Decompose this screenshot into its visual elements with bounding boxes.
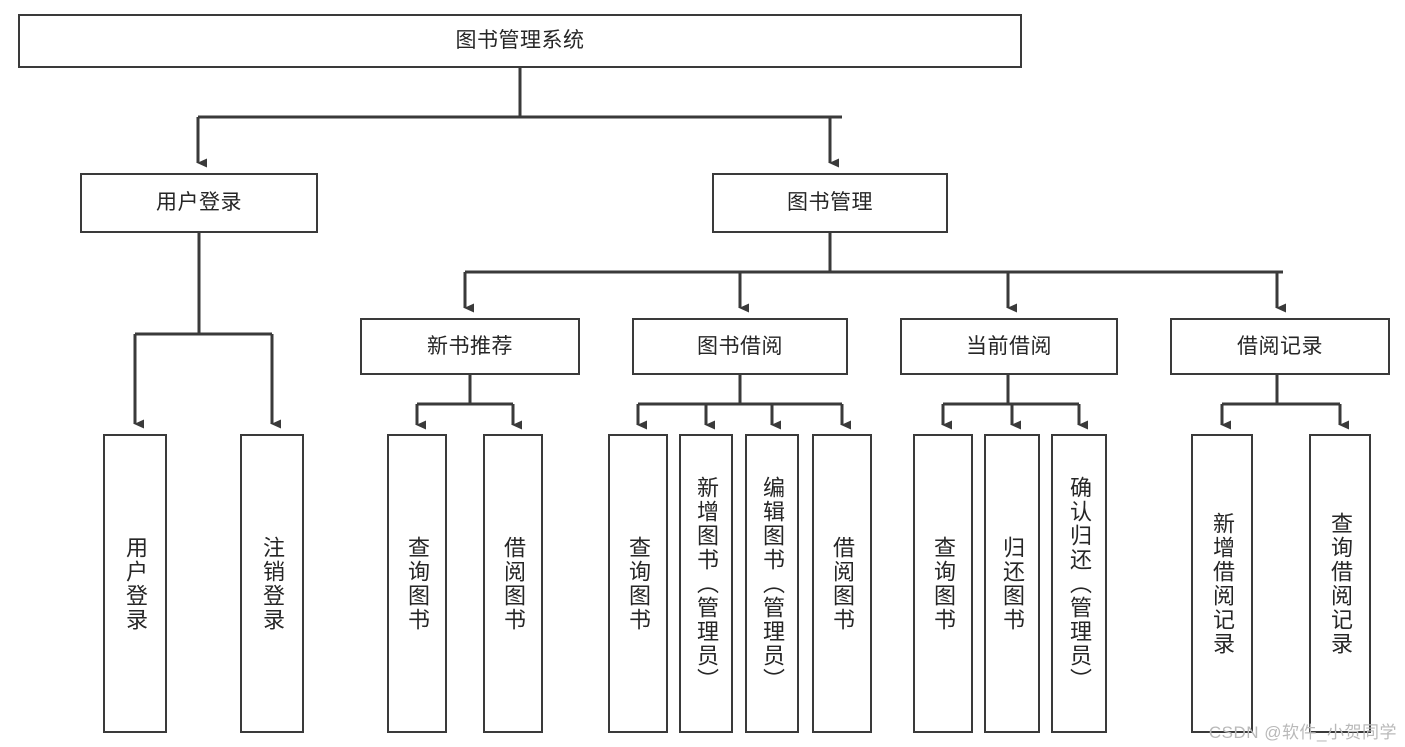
edge-record-to-leaves (1220, 375, 1349, 430)
edge-current-to-leaves (941, 375, 1088, 430)
leaf-confirm-return-admin-label: 确认归还（管理员） (1066, 475, 1092, 692)
edge-borrow-to-leaves (636, 375, 851, 430)
leaf-query-book-current-wrap: 查询图书 (915, 436, 971, 731)
node-new-book-recommend-label: 新书推荐 (427, 334, 513, 358)
leaf-user-login-wrap: 用户登录 (105, 436, 165, 731)
csdn-watermark: CSDN @软件_小贺同学 (1208, 723, 1397, 742)
node-root[interactable]: 图书管理系统 (18, 14, 1022, 68)
leaf-query-borrow-record-label: 查询借阅记录 (1327, 511, 1353, 656)
node-book-management[interactable]: 图书管理 (712, 173, 948, 233)
leaf-edit-book-admin-wrap: 编辑图书（管理员） (747, 436, 797, 731)
leaf-query-book-borrow[interactable]: 查询图书 (608, 434, 668, 733)
leaf-query-book-current[interactable]: 查询图书 (913, 434, 973, 733)
leaf-borrow-book-recommend-label: 借阅图书 (500, 535, 526, 632)
edge-root-to-level1 (196, 68, 842, 168)
leaf-logout[interactable]: 注销登录 (240, 434, 304, 733)
node-book-management-label: 图书管理 (787, 191, 873, 215)
leaf-add-book-admin[interactable]: 新增图书（管理员） (679, 434, 733, 733)
leaf-return-book-label: 归还图书 (999, 535, 1025, 632)
leaf-borrow-book-label: 借阅图书 (829, 535, 855, 632)
node-user-login-label: 用户登录 (156, 191, 242, 215)
leaf-add-borrow-record-label: 新增借阅记录 (1209, 511, 1235, 656)
node-book-borrow[interactable]: 图书借阅 (632, 318, 848, 375)
leaf-borrow-book-recommend-wrap: 借阅图书 (485, 436, 541, 731)
leaf-logout-wrap: 注销登录 (242, 436, 302, 731)
leaf-user-login[interactable]: 用户登录 (103, 434, 167, 733)
node-book-borrow-label: 图书借阅 (697, 334, 783, 358)
leaf-edit-book-admin[interactable]: 编辑图书（管理员） (745, 434, 799, 733)
leaf-query-borrow-record-wrap: 查询借阅记录 (1311, 436, 1369, 731)
leaf-query-book-recommend[interactable]: 查询图书 (387, 434, 447, 733)
leaf-add-book-admin-wrap: 新增图书（管理员） (681, 436, 731, 731)
leaf-logout-label: 注销登录 (259, 535, 285, 632)
node-user-login[interactable]: 用户登录 (80, 173, 318, 233)
leaf-query-borrow-record[interactable]: 查询借阅记录 (1309, 434, 1371, 733)
leaf-query-book-borrow-wrap: 查询图书 (610, 436, 666, 731)
leaf-add-borrow-record[interactable]: 新增借阅记录 (1191, 434, 1253, 733)
leaf-query-book-borrow-label: 查询图书 (625, 535, 651, 632)
leaf-user-login-label: 用户登录 (122, 535, 148, 632)
node-borrow-record[interactable]: 借阅记录 (1170, 318, 1390, 375)
leaf-borrow-book-wrap: 借阅图书 (814, 436, 870, 731)
node-current-borrow-label: 当前借阅 (966, 334, 1052, 358)
leaf-return-book-wrap: 归还图书 (986, 436, 1038, 731)
edge-userlogin-to-leaves (133, 233, 281, 429)
edge-newbook-to-leaves (415, 375, 522, 430)
node-new-book-recommend[interactable]: 新书推荐 (360, 318, 580, 375)
leaf-add-borrow-record-wrap: 新增借阅记录 (1193, 436, 1251, 731)
leaf-borrow-book[interactable]: 借阅图书 (812, 434, 872, 733)
edge-bookmgmt-to-level2 (463, 233, 1286, 313)
node-root-label: 图书管理系统 (455, 29, 585, 53)
leaf-query-book-recommend-label: 查询图书 (404, 535, 430, 632)
node-current-borrow[interactable]: 当前借阅 (900, 318, 1118, 375)
leaf-add-book-admin-label: 新增图书（管理员） (693, 475, 719, 692)
leaf-return-book[interactable]: 归还图书 (984, 434, 1040, 733)
leaf-confirm-return-admin-wrap: 确认归还（管理员） (1053, 436, 1105, 731)
leaf-edit-book-admin-label: 编辑图书（管理员） (759, 475, 785, 692)
leaf-confirm-return-admin[interactable]: 确认归还（管理员） (1051, 434, 1107, 733)
leaf-query-book-current-label: 查询图书 (930, 535, 956, 632)
leaf-query-book-recommend-wrap: 查询图书 (389, 436, 445, 731)
leaf-borrow-book-recommend[interactable]: 借阅图书 (483, 434, 543, 733)
node-borrow-record-label: 借阅记录 (1237, 334, 1323, 358)
